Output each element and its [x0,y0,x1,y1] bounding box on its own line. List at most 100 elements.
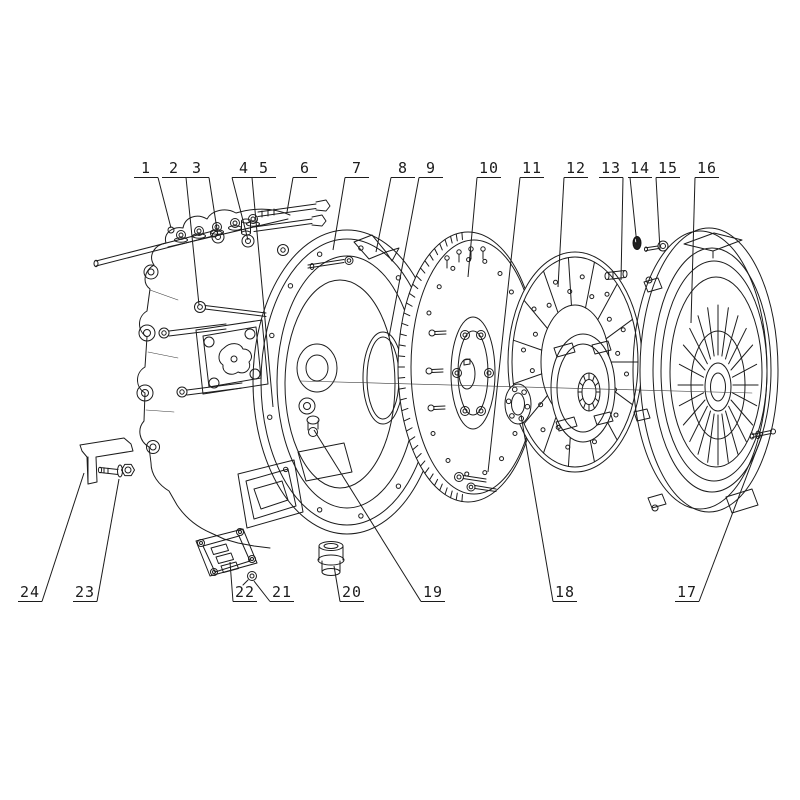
callout-12: 12 [557,159,588,288]
stud-nut [228,218,242,231]
cover-plate-22 [195,528,258,577]
leader-line [157,177,172,229]
callout-number: 24 [20,583,40,601]
callout-number: 12 [566,159,586,177]
leader-line [520,414,554,602]
leader-line [208,177,219,237]
screw-21 [242,571,257,586]
leader-line [185,177,200,306]
spring-window [593,411,614,426]
callout-15: 15 [655,159,680,251]
bottom-pad [297,442,353,482]
spring-window [553,342,576,358]
callout-24: 24 [18,472,85,602]
flywheel-hub [450,316,496,430]
callout-number: 15 [658,159,678,177]
leader-line [629,177,638,246]
callout-number: 16 [697,159,717,177]
callout-5: 5 [251,159,276,408]
cover-tab [683,232,743,252]
stud-bolt-7 [307,256,354,270]
disc-hub [550,333,616,443]
hex-bolt [158,323,227,339]
callout-10: 10 [467,159,501,278]
leader-line [620,177,624,281]
leader-line [332,177,346,251]
spline [577,372,601,412]
callout-number: 20 [342,583,362,601]
boss [138,324,156,342]
leader-line [467,177,478,278]
callout-number: 21 [272,583,292,601]
leader-line [313,429,422,602]
hex-bolt-23 [97,463,135,478]
leader-line [231,177,249,241]
cone-washer [277,244,289,256]
callout-7: 7 [332,159,369,251]
leader-line [375,177,392,253]
callout-number: 3 [192,159,202,177]
spring-window [591,340,612,355]
cover-tab [725,488,759,514]
leader-line [41,472,85,602]
callout-3: 3 [185,159,219,237]
gusset [353,234,387,260]
callout-number: 5 [259,159,269,177]
callout-19: 19 [313,429,445,602]
flywheel [397,231,539,503]
callout-20: 20 [333,565,364,602]
leader-line [229,561,234,602]
callout-13: 13 [599,159,624,281]
callout-number: 19 [423,583,443,601]
leader-line [251,177,274,408]
callout-number: 18 [555,583,575,601]
callout-number: 17 [677,583,697,601]
callout-1: 1 [134,159,172,229]
callout-23: 23 [73,478,120,602]
callout-number: 10 [479,159,499,177]
long-bolts-6 [241,199,331,236]
gusset [385,247,400,262]
boss [146,440,160,454]
stud-17 [749,428,776,440]
callout-2: 2 [162,159,200,306]
callout-21: 21 [253,580,294,602]
spring-window [555,416,578,432]
leader-line [286,177,294,213]
dowel-pin-13 [604,270,628,280]
hub-bolt [476,330,486,340]
plug-20 [317,541,345,576]
leader-line [655,177,661,251]
callout-number: 1 [141,159,151,177]
leader-line [698,432,764,602]
boss [136,384,154,402]
callout-number: 7 [352,159,362,177]
hub-bolt [484,368,494,378]
ring-gear-teeth [397,232,463,502]
bell-housing [252,229,442,535]
bearing-balls [505,386,531,422]
callout-22: 22 [229,561,257,602]
leader-line [96,478,120,602]
callout-6: 6 [286,159,317,213]
callout-16: 16 [690,159,719,324]
callout-number: 2 [169,159,179,177]
cover-strap [633,408,651,422]
breather-fitting-19 [306,415,320,437]
hook-bracket-24 [79,437,134,485]
clutch-disc [507,251,643,473]
stud-nut [174,230,188,243]
callout-number: 8 [398,159,408,177]
callout-number: 9 [426,159,436,177]
cover-strap [643,276,663,293]
gearbox-housing [136,208,304,549]
hub-bolt [452,368,462,378]
snap-ring-9 [362,331,404,425]
cover-strap [647,493,667,512]
stud-nut [192,226,206,239]
hub-bolt [460,406,470,416]
callout-number: 23 [75,583,95,601]
